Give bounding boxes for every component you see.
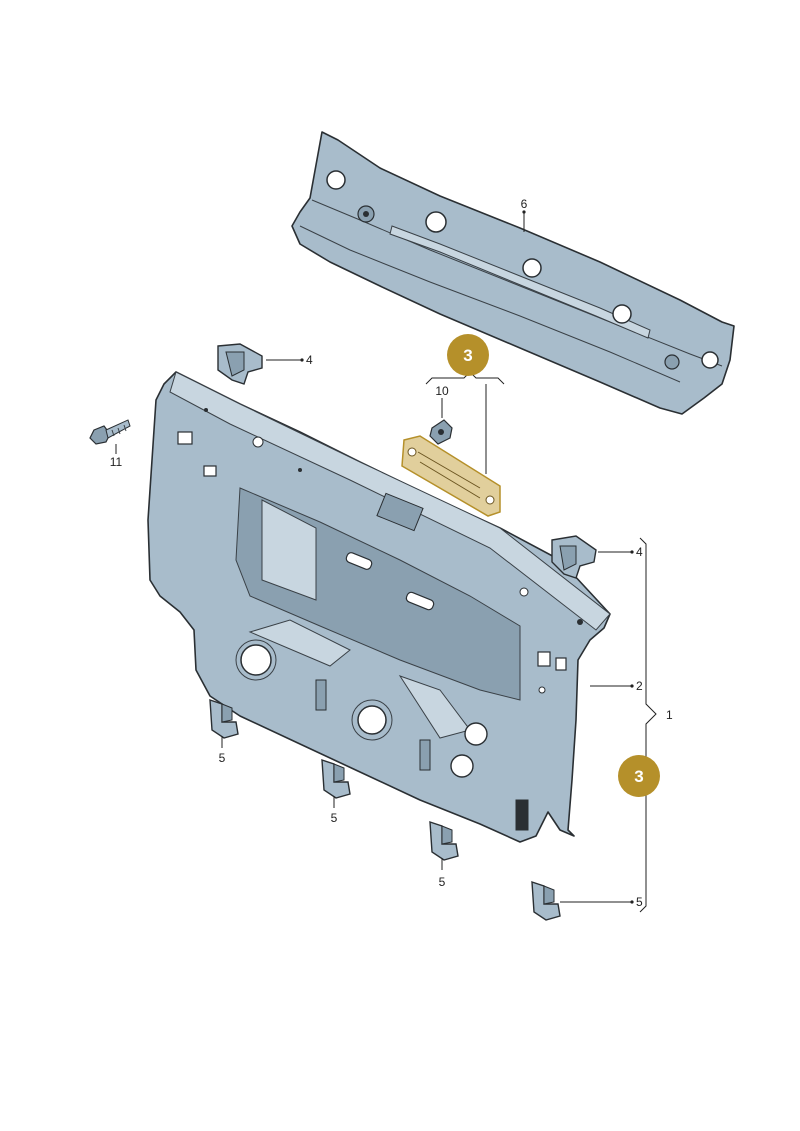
- label-part-4-top: 4: [306, 353, 313, 367]
- label-part-5-c: 5: [439, 875, 446, 889]
- label-part-1: 1: [666, 708, 673, 722]
- part-11-screw: [89, 419, 131, 445]
- label-part-5-b: 5: [331, 811, 338, 825]
- badge-part-3-top-text: 3: [463, 346, 472, 365]
- part-4-clip-top: [217, 343, 263, 385]
- label-part-11: 11: [110, 455, 123, 469]
- part-3-bracket: [401, 435, 501, 517]
- part-5-bracket-a: [209, 699, 239, 739]
- badge-part-3-top: 3: [447, 334, 489, 376]
- part-5-bracket-c: [429, 821, 459, 861]
- label-part-10: 10: [435, 384, 449, 398]
- label-part-4-right: 4: [636, 545, 643, 559]
- label-part-2: 2: [636, 679, 643, 693]
- part-2-rear-panel: [147, 371, 611, 843]
- part-5-bracket-b: [321, 759, 351, 799]
- label-part-6: 6: [521, 197, 528, 211]
- label-part-5-d: 5: [636, 895, 643, 909]
- part-6-cross-member: [291, 131, 735, 415]
- part-5-bracket-d: [531, 881, 561, 921]
- part-10-nut: [429, 419, 453, 445]
- part-4-clip-right: [551, 535, 597, 579]
- badge-part-3-side: 3: [618, 755, 660, 797]
- label-part-5-a: 5: [219, 751, 226, 765]
- badge-part-3-side-text: 3: [634, 767, 643, 786]
